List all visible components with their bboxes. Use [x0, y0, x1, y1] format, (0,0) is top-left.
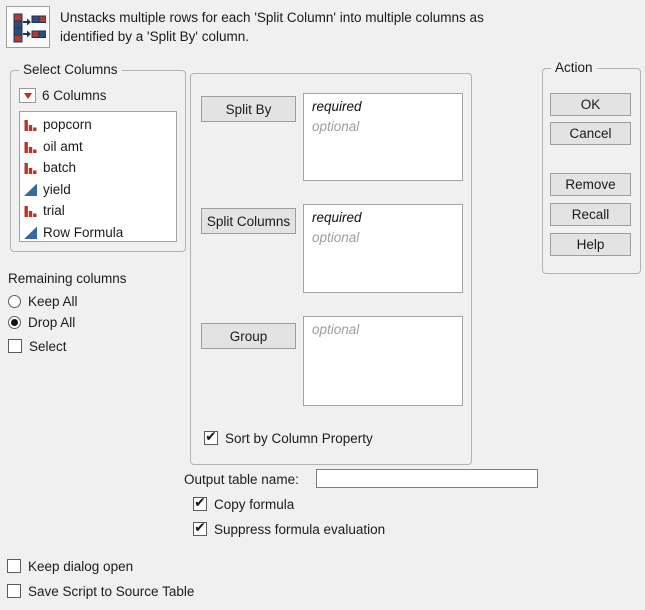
split-columns-button[interactable]: Split Columns — [201, 208, 296, 234]
column-item-label: yield — [43, 181, 71, 197]
save-script-to-source-table-label: Save Script to Source Table — [28, 583, 195, 599]
description-line-1: Unstacks multiple rows for each 'Split C… — [60, 10, 484, 25]
dropzone-required-text: required — [312, 210, 362, 225]
recall-button[interactable]: Recall — [550, 203, 631, 226]
select-columns-title: Select Columns — [19, 62, 122, 77]
columns-count-label: 6 Columns — [42, 88, 107, 103]
group-button[interactable]: Group — [201, 323, 296, 349]
checkbox-icon[interactable]: ✔ — [193, 520, 207, 536]
suppress-formula-evaluation-label: Suppress formula evaluation — [214, 521, 386, 537]
column-item-row-formula[interactable]: Row Formula — [20, 222, 176, 242]
radio-drop-all[interactable]: Drop All — [8, 314, 75, 330]
continuous-icon — [24, 183, 37, 196]
column-item-batch[interactable]: batch — [20, 157, 176, 179]
checkbox-keep-dialog-open[interactable]: Keep dialog open — [7, 558, 133, 574]
checkbox-icon[interactable] — [7, 584, 21, 598]
split-table-icon — [6, 6, 50, 48]
column-item-label: batch — [43, 160, 77, 176]
radio-keep-all-label: Keep All — [28, 293, 78, 309]
remove-button[interactable]: Remove — [550, 173, 631, 196]
checkbox-select-label: Select — [29, 338, 67, 354]
copy-formula-label: Copy formula — [214, 496, 295, 512]
check-glyph: ✔ — [194, 520, 206, 536]
column-item-label: popcorn — [43, 117, 92, 133]
dialog-description: Unstacks multiple rows for each 'Split C… — [60, 9, 605, 46]
nominal-icon — [24, 206, 37, 218]
nominal-icon — [24, 163, 37, 175]
group-dropzone[interactable]: optional — [303, 316, 463, 406]
select-columns-group: Select Columns 6 Columns popcorn oil amt… — [10, 62, 186, 252]
columns-menu-button[interactable]: 6 Columns — [19, 88, 107, 103]
continuous-icon — [24, 226, 37, 239]
checkbox-select[interactable]: Select — [8, 338, 67, 354]
keep-dialog-open-label: Keep dialog open — [28, 558, 134, 574]
action-title: Action — [551, 60, 597, 75]
radio-selected-icon[interactable] — [8, 315, 21, 329]
column-item-yield[interactable]: yield — [20, 179, 176, 201]
split-by-button[interactable]: Split By — [201, 96, 296, 122]
columns-list[interactable]: popcorn oil amt batch yield trial Row Fo… — [19, 111, 177, 242]
checkbox-sort-by-column-property[interactable]: ✔ Sort by Column Property — [204, 430, 373, 446]
red-triangle-icon[interactable] — [19, 88, 36, 103]
radio-keep-all[interactable]: Keep All — [8, 293, 78, 309]
nominal-icon — [24, 141, 37, 153]
sort-by-column-property-label: Sort by Column Property — [225, 430, 373, 446]
nominal-icon — [24, 120, 37, 132]
checkbox-copy-formula[interactable]: ✔ Copy formula — [193, 496, 294, 512]
cancel-button[interactable]: Cancel — [550, 122, 631, 145]
check-glyph: ✔ — [205, 429, 217, 445]
checkbox-icon[interactable]: ✔ — [193, 495, 207, 511]
output-table-name-input[interactable] — [316, 469, 538, 488]
dropzone-required-text: required — [312, 99, 362, 114]
column-item-label: Row Formula — [43, 224, 124, 240]
column-item-oil-amt[interactable]: oil amt — [20, 136, 176, 158]
dropzone-optional-text: optional — [312, 230, 360, 245]
dropzone-optional-text: optional — [312, 322, 360, 337]
ok-button[interactable]: OK — [550, 93, 631, 116]
column-item-label: oil amt — [43, 138, 83, 154]
radio-unselected-icon[interactable] — [8, 294, 21, 308]
output-table-name-label: Output table name: — [184, 472, 299, 487]
description-line-2: identified by a 'Split By' column. — [60, 28, 249, 44]
checkbox-icon[interactable] — [7, 559, 21, 573]
dropzone-optional-text: optional — [312, 119, 360, 134]
check-glyph: ✔ — [194, 495, 206, 511]
radio-drop-all-label: Drop All — [28, 314, 76, 330]
checkbox-suppress-formula-evaluation[interactable]: ✔ Suppress formula evaluation — [193, 521, 385, 537]
help-button[interactable]: Help — [550, 233, 631, 256]
column-item-trial[interactable]: trial — [20, 200, 176, 222]
split-table-icon-graphic — [13, 13, 46, 43]
column-item-label: trial — [43, 203, 65, 219]
checkbox-icon[interactable]: ✔ — [204, 429, 218, 445]
action-group: Action OK Cancel Remove Recall Help — [542, 60, 641, 274]
column-item-popcorn[interactable]: popcorn — [20, 114, 176, 136]
checkbox-icon[interactable] — [8, 339, 22, 353]
split-by-dropzone[interactable]: required optional — [303, 93, 463, 181]
checkbox-save-script-to-source-table[interactable]: Save Script to Source Table — [7, 583, 194, 599]
split-columns-dropzone[interactable]: required optional — [303, 204, 463, 293]
remaining-columns-title: Remaining columns — [8, 271, 127, 286]
cast-panel-group: Split By required optional Split Columns… — [190, 73, 472, 465]
